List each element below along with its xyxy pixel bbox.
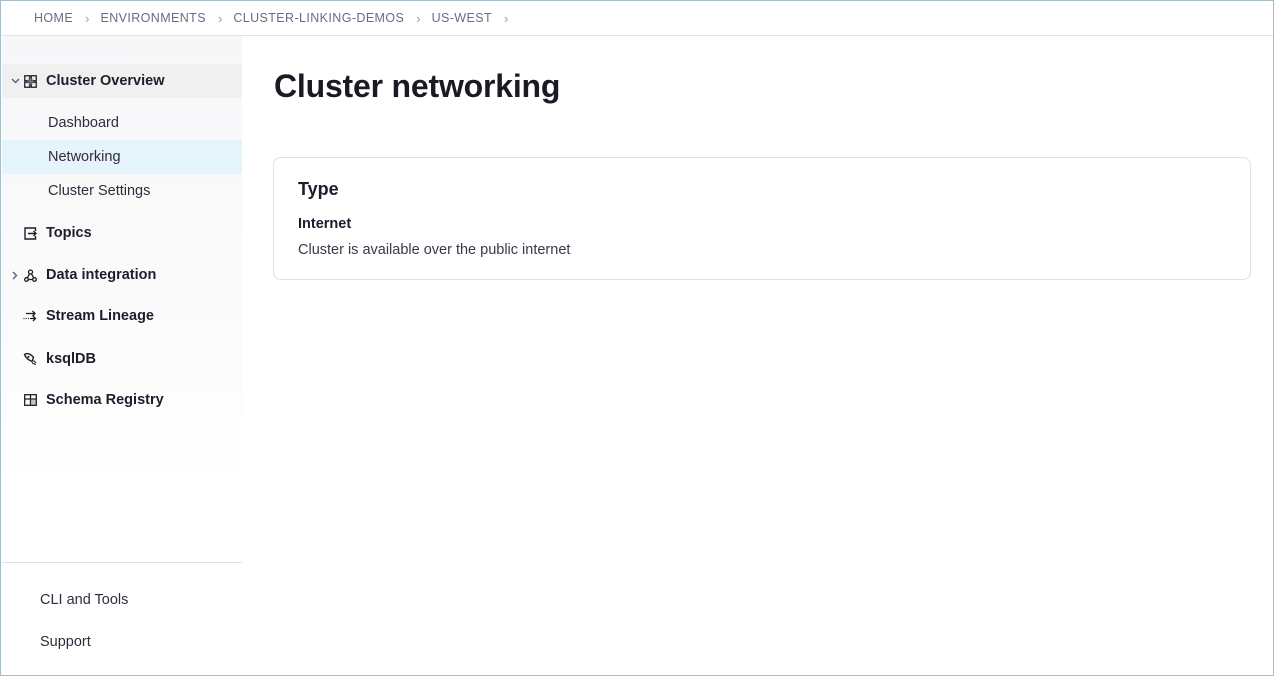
sidebar-subitem-networking[interactable]: Networking (2, 140, 242, 174)
chevron-right-icon: › (416, 10, 421, 26)
topics-icon (23, 226, 37, 240)
chevron-down-icon[interactable] (10, 76, 20, 86)
sidebar-subitem-label: Cluster Settings (48, 183, 151, 199)
sidebar-divider (2, 562, 242, 563)
network-type-value: Internet (298, 216, 352, 232)
chevron-right-icon: › (504, 10, 509, 26)
grid-icon (23, 74, 37, 88)
sidebar-item-label: Schema Registry (46, 392, 164, 408)
support-link[interactable]: Support (40, 634, 91, 650)
sidebar-subitem-label: Dashboard (48, 115, 119, 131)
card-title: Type (298, 179, 339, 199)
sidebar-subitem-dashboard[interactable]: Dashboard (2, 106, 242, 140)
breadcrumb-us-west[interactable]: US-WEST (431, 11, 493, 25)
connectors-icon (23, 268, 37, 282)
sidebar-item-label: Topics (46, 225, 92, 241)
rocket-icon (23, 352, 37, 366)
breadcrumb-cluster-linking-demos[interactable]: CLUSTER-LINKING-DEMOS (233, 11, 405, 25)
network-type-description: Cluster is available over the public int… (298, 242, 571, 258)
sidebar-subitem-cluster-settings[interactable]: Cluster Settings (2, 174, 242, 208)
network-type-card: Type Internet Cluster is available over … (273, 157, 1251, 280)
breadcrumb: HOME › ENVIRONMENTS › CLUSTER-LINKING-DE… (1, 1, 1273, 36)
sidebar-item-cluster-overview[interactable]: Cluster Overview (2, 64, 242, 98)
sidebar-item-label: Cluster Overview (46, 73, 165, 89)
sidebar: Cluster Overview Dashboard Networking Cl… (2, 36, 242, 674)
sidebar-item-label: ksqlDB (46, 351, 96, 367)
sidebar-item-label: Stream Lineage (46, 308, 154, 324)
stream-lineage-icon (23, 309, 37, 323)
sidebar-item-label: Data integration (46, 267, 157, 283)
cli-and-tools-link[interactable]: CLI and Tools (40, 592, 129, 608)
sidebar-item-schema-registry[interactable]: Schema Registry (2, 383, 242, 417)
schema-grid-icon (23, 393, 37, 407)
breadcrumb-environments[interactable]: ENVIRONMENTS (100, 11, 206, 25)
sidebar-item-data-integration[interactable]: Data integration (2, 258, 242, 292)
chevron-right-icon: › (217, 10, 223, 26)
breadcrumb-home[interactable]: HOME (34, 11, 74, 25)
chevron-right-icon[interactable] (10, 270, 20, 280)
sidebar-item-stream-lineage[interactable]: Stream Lineage (2, 299, 242, 333)
page-title: Cluster networking (274, 68, 561, 104)
main-content: Cluster networking Type Internet Cluster… (242, 36, 1272, 674)
chevron-right-icon: › (85, 10, 90, 26)
sidebar-item-topics[interactable]: Topics (2, 216, 242, 250)
sidebar-subitem-label: Networking (48, 149, 121, 165)
sidebar-item-ksqldb[interactable]: ksqlDB (2, 342, 242, 376)
